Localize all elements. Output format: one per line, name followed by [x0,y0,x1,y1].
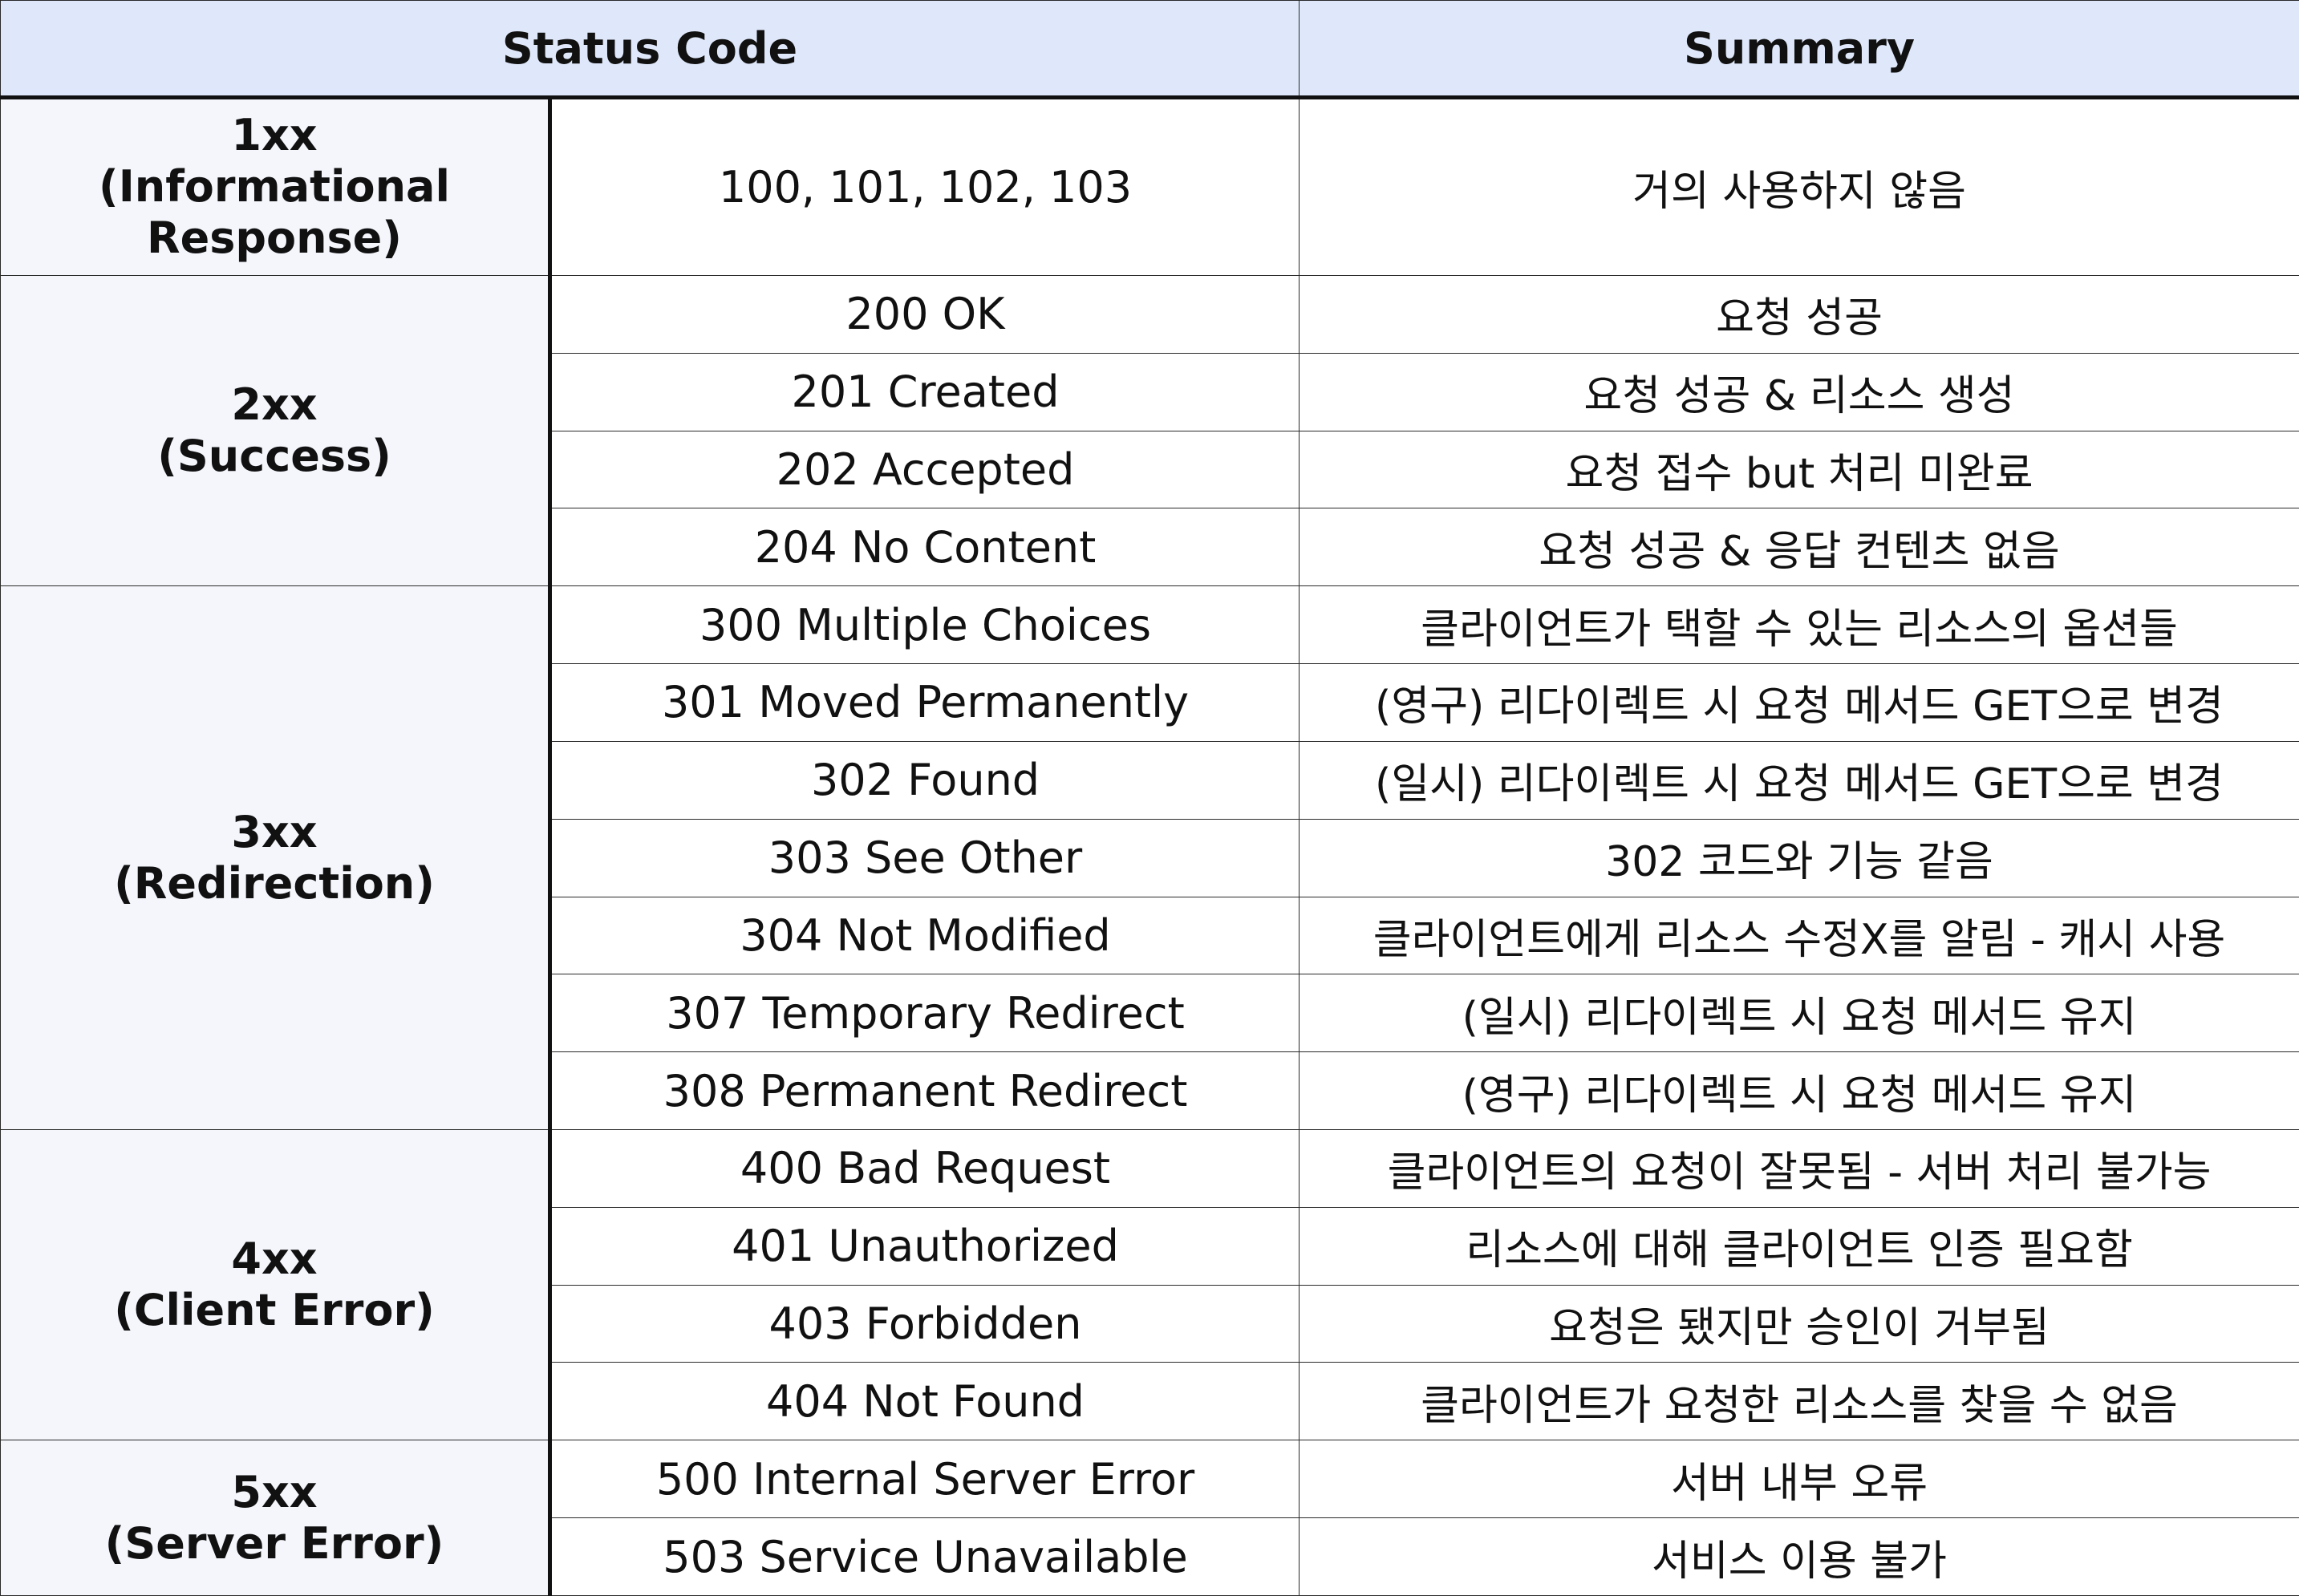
table-row: 2xx (Success) 200 OK 요청 성공 [0,274,2299,587]
group-name: (Server Error) [104,1517,444,1569]
status-code-cell: 301 Moved Permanently [549,663,1300,742]
summary-cell: 요청 성공 & 응답 컨텐츠 없음 [1299,508,2299,587]
table-body: 1xx (Informational Response) 100, 101, 1… [0,97,2299,1596]
summary-cell: 클라이언트가 요청한 리소스를 찾을 수 없음 [1299,1362,2299,1441]
group-code: 3xx [231,806,318,857]
table-row: 503 Service Unavailable 서비스 이용 불가 [1,1517,2299,1596]
group-name: (Informational Response) [99,161,450,264]
table-row: 308 Permanent Redirect (영구) 리다이렉트 시 요청 메… [1,1051,2299,1130]
summary-cell: (영구) 리다이렉트 시 요청 메서드 GET으로 변경 [1299,663,2299,742]
group-3xx-cell: 3xx (Redirection) [0,585,552,1130]
summary-cell: 요청은 됐지만 승인이 거부됨 [1299,1284,2299,1363]
table-row: 201 Created 요청 성공 & 리소스 생성 [1,352,2299,431]
group-name: (Redirection) [114,857,435,909]
table-row: 403 Forbidden 요청은 됐지만 승인이 거부됨 [1,1284,2299,1363]
status-code-cell: 503 Service Unavailable [549,1517,1300,1596]
status-code-cell: 300 Multiple Choices [549,585,1300,665]
status-code-cell: 202 Accepted [549,430,1300,509]
table-row: 301 Moved Permanently (영구) 리다이렉트 시 요청 메서… [1,663,2299,742]
group-1xx-cell: 1xx (Informational Response) [0,97,552,276]
table-row: 3xx (Redirection) 300 Multiple Choices 클… [0,585,2299,1130]
status-code-cell: 201 Created [549,352,1300,431]
table-row: 204 No Content 요청 성공 & 응답 컨텐츠 없음 [1,508,2299,587]
summary-cell: (일시) 리다이렉트 시 요청 메서드 GET으로 변경 [1299,740,2299,820]
table-row: 303 See Other 302 코드와 기능 같음 [1,818,2299,897]
group-code: 2xx [231,379,318,431]
table-row: 1xx (Informational Response) 100, 101, 1… [0,97,2299,276]
table-row: 404 Not Found 클라이언트가 요청한 리소스를 찾을 수 없음 [1,1362,2299,1441]
group-code: 4xx [231,1233,318,1285]
status-code-cell: 200 OK [549,274,1300,354]
status-code-cell: 404 Not Found [549,1362,1300,1441]
summary-cell: 리소스에 대해 클라이언트 인증 필요함 [1299,1206,2299,1286]
summary-cell: 서버 내부 오류 [1299,1440,2299,1519]
table-header: Status Code Summary [0,0,2299,99]
group-2xx-cell: 2xx (Success) [0,274,552,587]
group-code: 1xx [231,110,318,161]
status-code-cell: 400 Bad Request [549,1129,1300,1208]
summary-cell: 클라이언트의 요청이 잘못됨 - 서버 처리 불가능 [1299,1129,2299,1208]
status-code-cell: 308 Permanent Redirect [549,1051,1300,1130]
group-4xx-cell: 4xx (Client Error) [0,1128,552,1441]
group-name: (Client Error) [114,1285,435,1336]
group-name: (Success) [157,431,391,482]
summary-cell: 요청 성공 [1299,274,2299,354]
summary-header: Summary [1299,0,2299,99]
summary-cell: (영구) 리다이렉트 시 요청 메서드 유지 [1299,1051,2299,1130]
summary-cell: 서비스 이용 불가 [1299,1517,2299,1596]
summary-cell: 요청 접수 but 처리 미완료 [1299,430,2299,509]
summary-cell: 클라이언트에게 리소스 수정X를 알림 - 캐시 사용 [1299,896,2299,975]
status-code-cell: 204 No Content [549,508,1300,587]
header-row: Status Code Summary [0,0,2299,99]
status-code-cell: 500 Internal Server Error [549,1440,1300,1519]
summary-cell: 302 코드와 기능 같음 [1299,818,2299,897]
summary-cell: 요청 성공 & 리소스 생성 [1299,352,2299,431]
status-code-cell: 303 See Other [549,818,1300,897]
status-code-cell: 302 Found [549,740,1300,820]
summary-cell: (일시) 리다이렉트 시 요청 메서드 유지 [1299,974,2299,1053]
group-5xx-cell: 5xx (Server Error) [0,1440,552,1596]
status-code-cell: 403 Forbidden [549,1284,1300,1363]
summary-cell: 클라이언트가 택할 수 있는 리소스의 옵션들 [1299,585,2299,665]
table-row: 4xx (Client Error) 400 Bad Request 클라이언트… [0,1128,2299,1441]
table-row: 307 Temporary Redirect (일시) 리다이렉트 시 요청 메… [1,974,2299,1053]
status-code-header: Status Code [0,0,1300,99]
table-row: 304 Not Modified 클라이언트에게 리소스 수정X를 알림 - 캐… [1,896,2299,975]
table-row: 401 Unauthorized 리소스에 대해 클라이언트 인증 필요함 [1,1206,2299,1286]
status-code-cell: 100, 101, 102, 103 [549,97,1300,276]
summary-cell: 거의 사용하지 않음 [1299,97,2299,276]
status-code-cell: 304 Not Modified [549,896,1300,975]
table-row: 5xx (Server Error) 500 Internal Server E… [0,1440,2299,1596]
group-code: 5xx [231,1466,318,1517]
status-code-cell: 307 Temporary Redirect [549,974,1300,1053]
table-row: 302 Found (일시) 리다이렉트 시 요청 메서드 GET으로 변경 [1,740,2299,820]
status-code-cell: 401 Unauthorized [549,1206,1300,1286]
